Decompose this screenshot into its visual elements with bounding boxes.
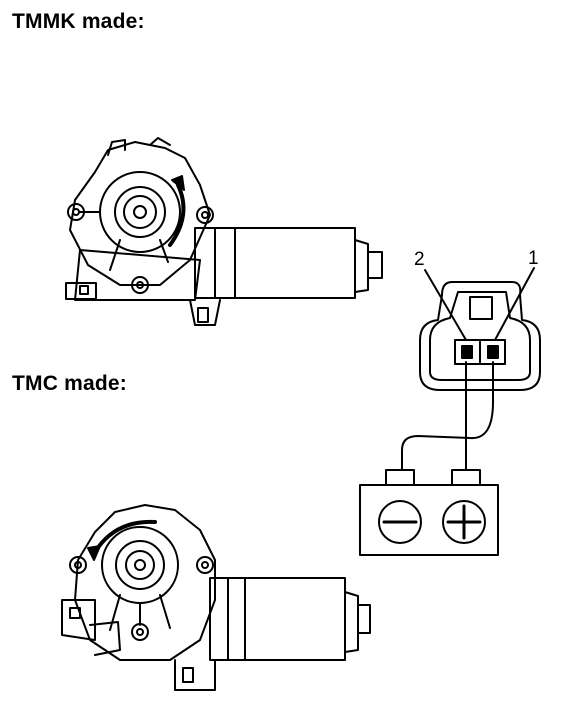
tmmk-made-heading: TMMK made:: [12, 10, 145, 33]
test-leads: [401, 361, 494, 471]
tmc-made-heading: TMC made:: [12, 372, 127, 395]
motor-connector: [419, 281, 541, 391]
battery-positive-terminal-icon: [442, 500, 486, 544]
pin-1-indicator: 1: [494, 248, 539, 341]
battery-negative-terminal-icon: [378, 500, 422, 544]
battery: [359, 469, 499, 556]
tmmk-window-motor: [65, 137, 383, 326]
pin-2-indicator: 2: [414, 249, 467, 341]
pin-1-label: 1: [528, 248, 539, 269]
tmc-window-motor: [61, 504, 371, 691]
pin-2-label: 2: [414, 249, 425, 270]
